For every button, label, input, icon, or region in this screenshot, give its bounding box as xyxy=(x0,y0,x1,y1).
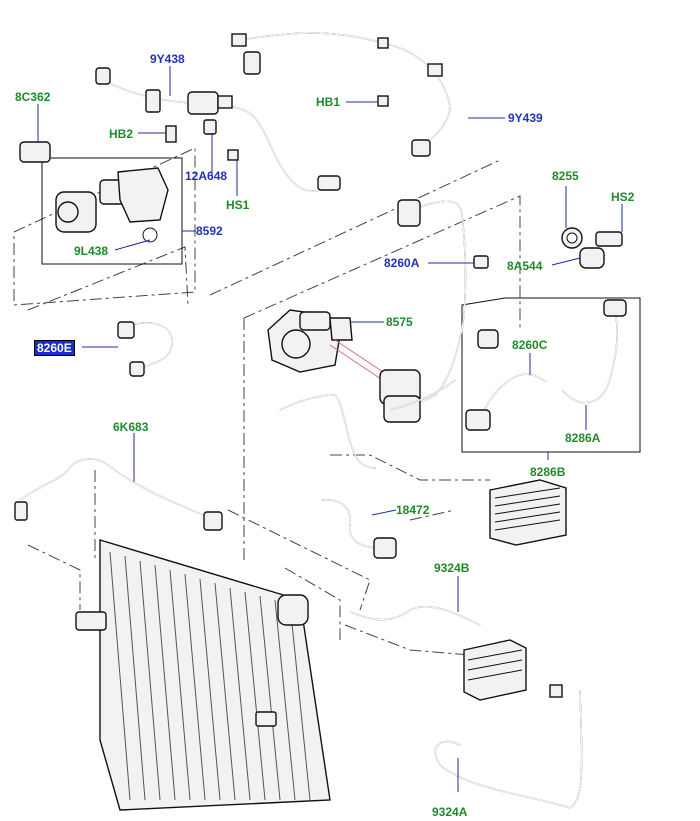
label-12a648: 12A648 xyxy=(185,169,228,183)
thermostat-housing-group xyxy=(55,167,169,243)
hoses-8260c-8286a xyxy=(465,299,627,431)
label-hb1: HB1 xyxy=(316,95,341,109)
label-8286a: 8286A xyxy=(565,431,601,445)
label-8592: 8592 xyxy=(196,224,223,238)
hose-6k683 xyxy=(14,458,223,531)
label-9y438: 9Y438 xyxy=(150,52,185,66)
label-8260a: 8260A xyxy=(384,256,420,270)
label-9324b: 9324B xyxy=(434,561,470,575)
water-pump-8575 xyxy=(267,309,396,386)
hose-9324 xyxy=(349,606,583,809)
label-8260e-highlighted[interactable]: 8260E xyxy=(34,340,75,356)
label-9l438: 9L438 xyxy=(74,244,109,258)
label-6k683: 6K683 xyxy=(113,420,149,434)
label-8286b: 8286B xyxy=(530,465,566,479)
label-8c362: 8C362 xyxy=(15,90,51,104)
label-hs2: HS2 xyxy=(611,190,635,204)
hose-9y438 xyxy=(95,67,341,192)
label-9y439: 9Y439 xyxy=(508,111,543,125)
label-8a544: 8A544 xyxy=(507,259,543,273)
pump-pipework xyxy=(279,369,456,469)
label-hb2: HB2 xyxy=(109,127,134,141)
oil-cooler-8286b xyxy=(489,479,567,546)
label-8260c: 8260C xyxy=(512,338,548,352)
label-8575: 8575 xyxy=(386,315,413,329)
radiator xyxy=(75,539,331,811)
label-hs1: HS1 xyxy=(226,198,250,212)
hose-18472 xyxy=(321,499,397,559)
label-8255: 8255 xyxy=(552,169,579,183)
label-9324a: 9324A xyxy=(432,805,468,819)
label-18472: 18472 xyxy=(396,503,430,517)
hose-8260a xyxy=(389,199,499,404)
small-fittings xyxy=(19,95,623,269)
leader-lines xyxy=(37,66,623,792)
box-8592-group xyxy=(41,157,183,265)
hose-9y439 xyxy=(231,32,451,157)
hose-8260e xyxy=(117,321,173,377)
box-8286b-group xyxy=(461,297,641,453)
